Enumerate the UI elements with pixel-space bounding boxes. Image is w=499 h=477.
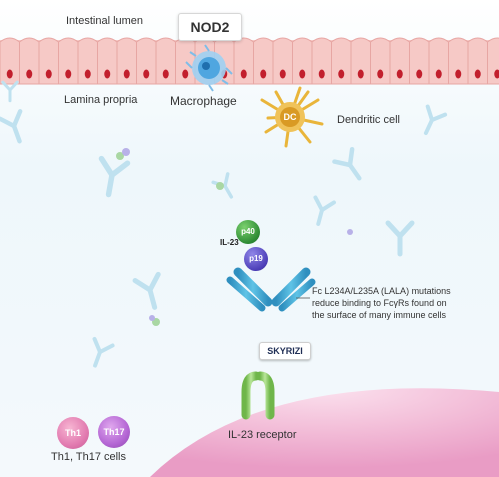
dendritic-cell-label: Dendritic cell: [337, 114, 400, 126]
th-cells-label: Th1, Th17 cells: [51, 451, 127, 463]
epithelial-cell-top: [428, 37, 449, 43]
epithelial-nucleus: [6, 69, 13, 79]
th1-cell: Th1: [57, 417, 89, 449]
epithelial-cell-top: [350, 37, 371, 43]
epithelial-nucleus: [240, 69, 247, 79]
fc-note-line-3: the surface of many immune cells: [312, 310, 447, 320]
background-antibodies: [0, 80, 448, 368]
il23-receptor-label: IL-23 receptor: [228, 429, 297, 441]
epithelial-nucleus: [182, 69, 189, 79]
epithelial-cell-top: [155, 37, 176, 43]
epithelial-cell-top: [311, 37, 332, 43]
faded-antibody-icon: [0, 109, 23, 144]
epithelial-nucleus: [396, 69, 403, 79]
epithelial-cell-top: [116, 37, 137, 43]
epithelial-nucleus: [260, 69, 267, 79]
epithelial-nucleus: [377, 69, 384, 79]
skyrizi-badge: SKYRIZI: [259, 342, 311, 360]
epithelial-layer: [0, 37, 499, 85]
il23-receptor: [241, 371, 275, 420]
epithelial-cell-top: [409, 37, 430, 43]
epithelial-cell-top: [467, 37, 488, 43]
epithelial-cell-top: [370, 37, 391, 43]
epithelial-nucleus: [26, 69, 33, 79]
lamina-propria-label: Lamina propria: [64, 94, 138, 106]
epithelial-nucleus: [143, 69, 150, 79]
epithelial-nucleus: [357, 69, 364, 79]
epithelial-cell-top: [77, 37, 98, 43]
faded-antibody-icon: [92, 336, 115, 368]
macrophage-label: Macrophage: [170, 94, 237, 108]
epithelial-cell-top: [253, 37, 274, 43]
faded-antibody-icon: [332, 146, 362, 181]
p40-subunit: p40: [236, 220, 260, 244]
epithelial-cell-top: [331, 37, 352, 43]
epithelial-cell-top: [38, 37, 59, 43]
p19-subunit: p19: [244, 247, 268, 271]
epithelial-cell-top: [389, 37, 410, 43]
faded-antibody-icon: [1, 80, 19, 103]
epithelial-cell-top: [136, 37, 157, 43]
epithelial-cell-top: [272, 37, 293, 43]
faded-antibody-icon: [385, 220, 415, 257]
faded-antibody-icon: [98, 155, 131, 198]
th17-cell: Th17: [98, 416, 130, 448]
nod2-badge: NOD2: [178, 13, 242, 41]
epithelial-nucleus: [299, 69, 306, 79]
cell-membrane: [150, 388, 499, 477]
dendritic-cell: [260, 86, 324, 148]
epithelial-cell-top: [0, 37, 20, 43]
fc-note-line-1: Fc L234A/L235A (LALA) mutations: [312, 286, 451, 296]
faded-antibody-icon: [313, 195, 336, 226]
epithelium-band: [0, 40, 499, 84]
epithelial-nucleus: [162, 69, 169, 79]
intestinal-lumen-label: Intestinal lumen: [66, 15, 144, 27]
fc-note-line-2: reduce binding to FcγRs found on: [312, 298, 447, 308]
epithelial-cell-top: [19, 37, 40, 43]
epithelial-cell-top: [58, 37, 79, 43]
epithelial-nucleus: [474, 69, 481, 79]
skyrizi-antibody: [226, 267, 316, 350]
dc-label: DC: [283, 112, 297, 122]
small-particles: [116, 148, 353, 326]
epithelial-nucleus: [338, 69, 345, 79]
macrophage-cell: [185, 44, 233, 92]
epithelial-nucleus: [494, 69, 499, 79]
epithelial-nucleus: [455, 69, 462, 79]
epithelial-nucleus: [84, 69, 91, 79]
epithelial-nucleus: [104, 69, 111, 79]
epithelial-nucleus: [435, 69, 442, 79]
epithelial-nucleus: [416, 69, 423, 79]
epithelial-nucleus: [123, 69, 130, 79]
il23-label: IL-23: [220, 238, 239, 247]
faded-antibody-icon: [132, 271, 161, 310]
epithelial-nucleus: [45, 69, 52, 79]
faded-antibody-icon: [423, 104, 448, 136]
epithelial-nucleus: [279, 69, 286, 79]
epithelial-cell-top: [448, 37, 469, 43]
epithelial-cell-top: [97, 37, 118, 43]
epithelial-nucleus: [65, 69, 72, 79]
epithelial-cell-top: [487, 37, 499, 43]
epithelial-nucleus: [318, 69, 325, 79]
epithelial-cell-top: [292, 37, 313, 43]
